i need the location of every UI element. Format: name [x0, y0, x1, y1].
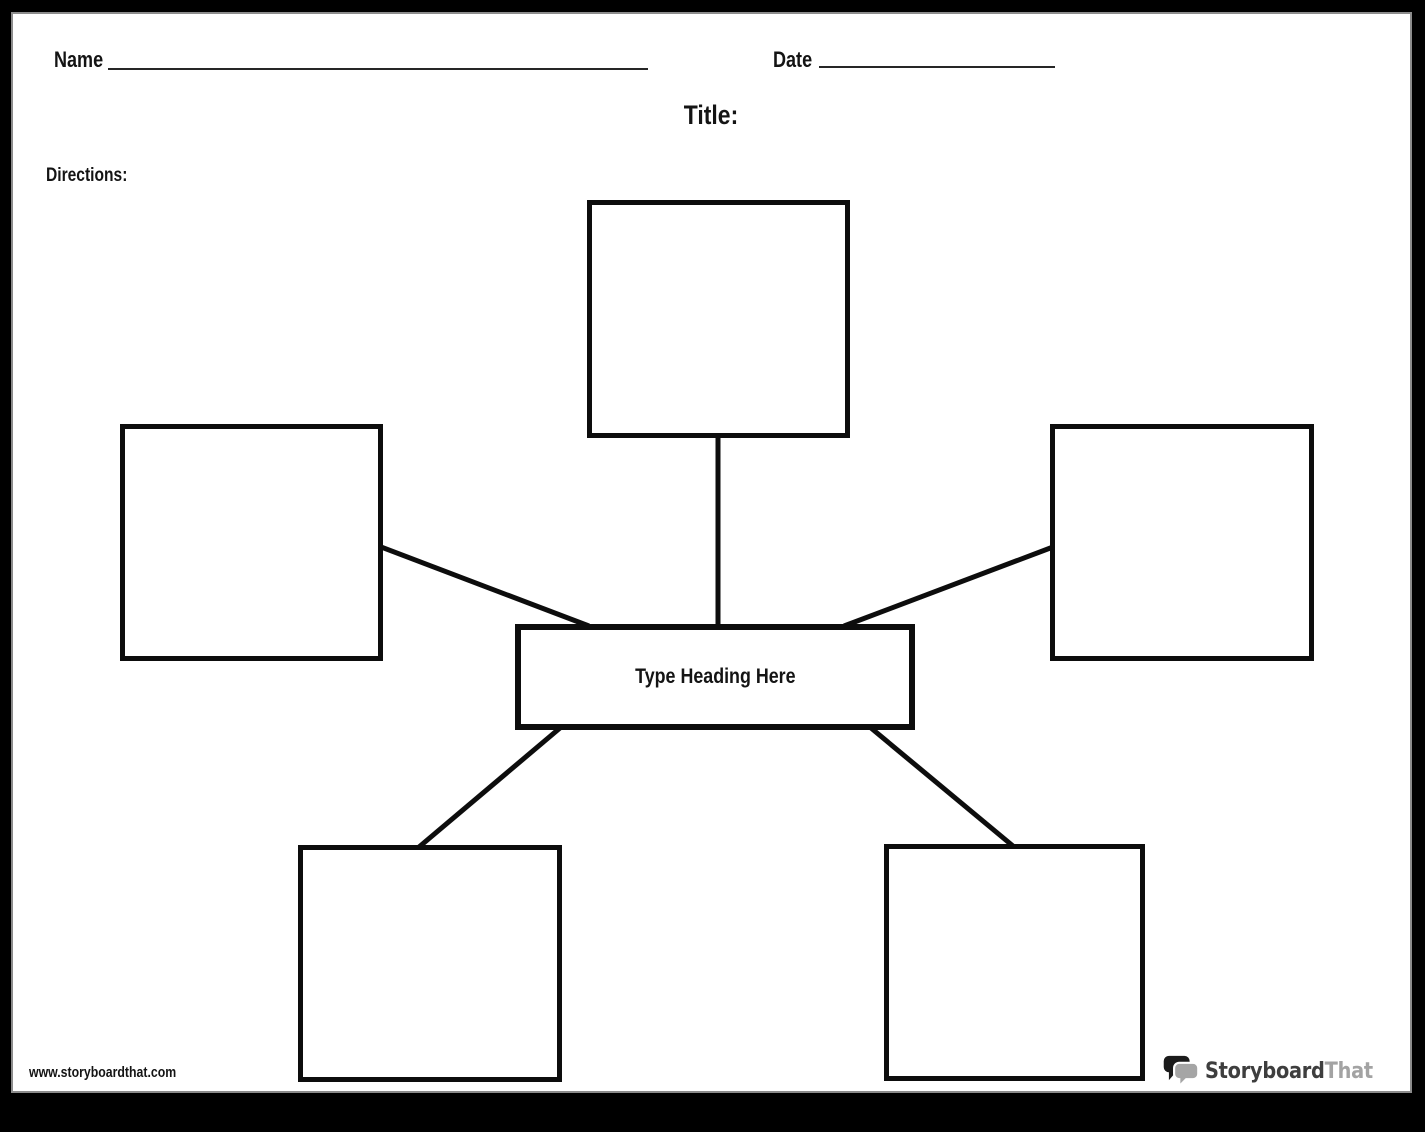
logo-wordmark-primary: Storyboard	[1205, 1058, 1325, 1084]
center-heading-text: Type Heading Here	[634, 665, 796, 688]
logo-wordmark-secondary: That	[1324, 1058, 1374, 1084]
spider-cell-top[interactable]	[587, 200, 850, 438]
title-row: Title:	[13, 100, 1410, 131]
spider-cell-bottom-left[interactable]	[298, 845, 562, 1082]
connector-bottom-left	[417, 726, 562, 849]
worksheet-page: Name Date Title: Directions: Type Headin…	[11, 12, 1412, 1093]
title-label: Title:	[684, 100, 739, 130]
spider-cell-right[interactable]	[1050, 424, 1314, 661]
website-url: www.storyboardthat.com	[29, 1064, 177, 1081]
date-label: Date	[773, 47, 813, 72]
spider-cell-left[interactable]	[120, 424, 383, 661]
connector-lines	[380, 436, 1054, 849]
name-label: Name	[54, 47, 104, 72]
spider-cell-bottom-right[interactable]	[884, 844, 1145, 1081]
speech-bubbles-icon	[1163, 1055, 1200, 1088]
directions-label: Directions:	[46, 165, 128, 186]
name-fill-line[interactable]	[108, 68, 648, 70]
date-fill-line[interactable]	[819, 66, 1055, 68]
connector-bottom-right	[869, 726, 1015, 848]
center-heading-box[interactable]: Type Heading Here	[515, 624, 915, 730]
connector-left	[380, 544, 590, 629]
connector-right	[843, 544, 1054, 629]
logo-wordmark: StoryboardThat	[1205, 1059, 1373, 1084]
storyboardthat-logo: StoryboardThat	[1162, 1054, 1396, 1088]
